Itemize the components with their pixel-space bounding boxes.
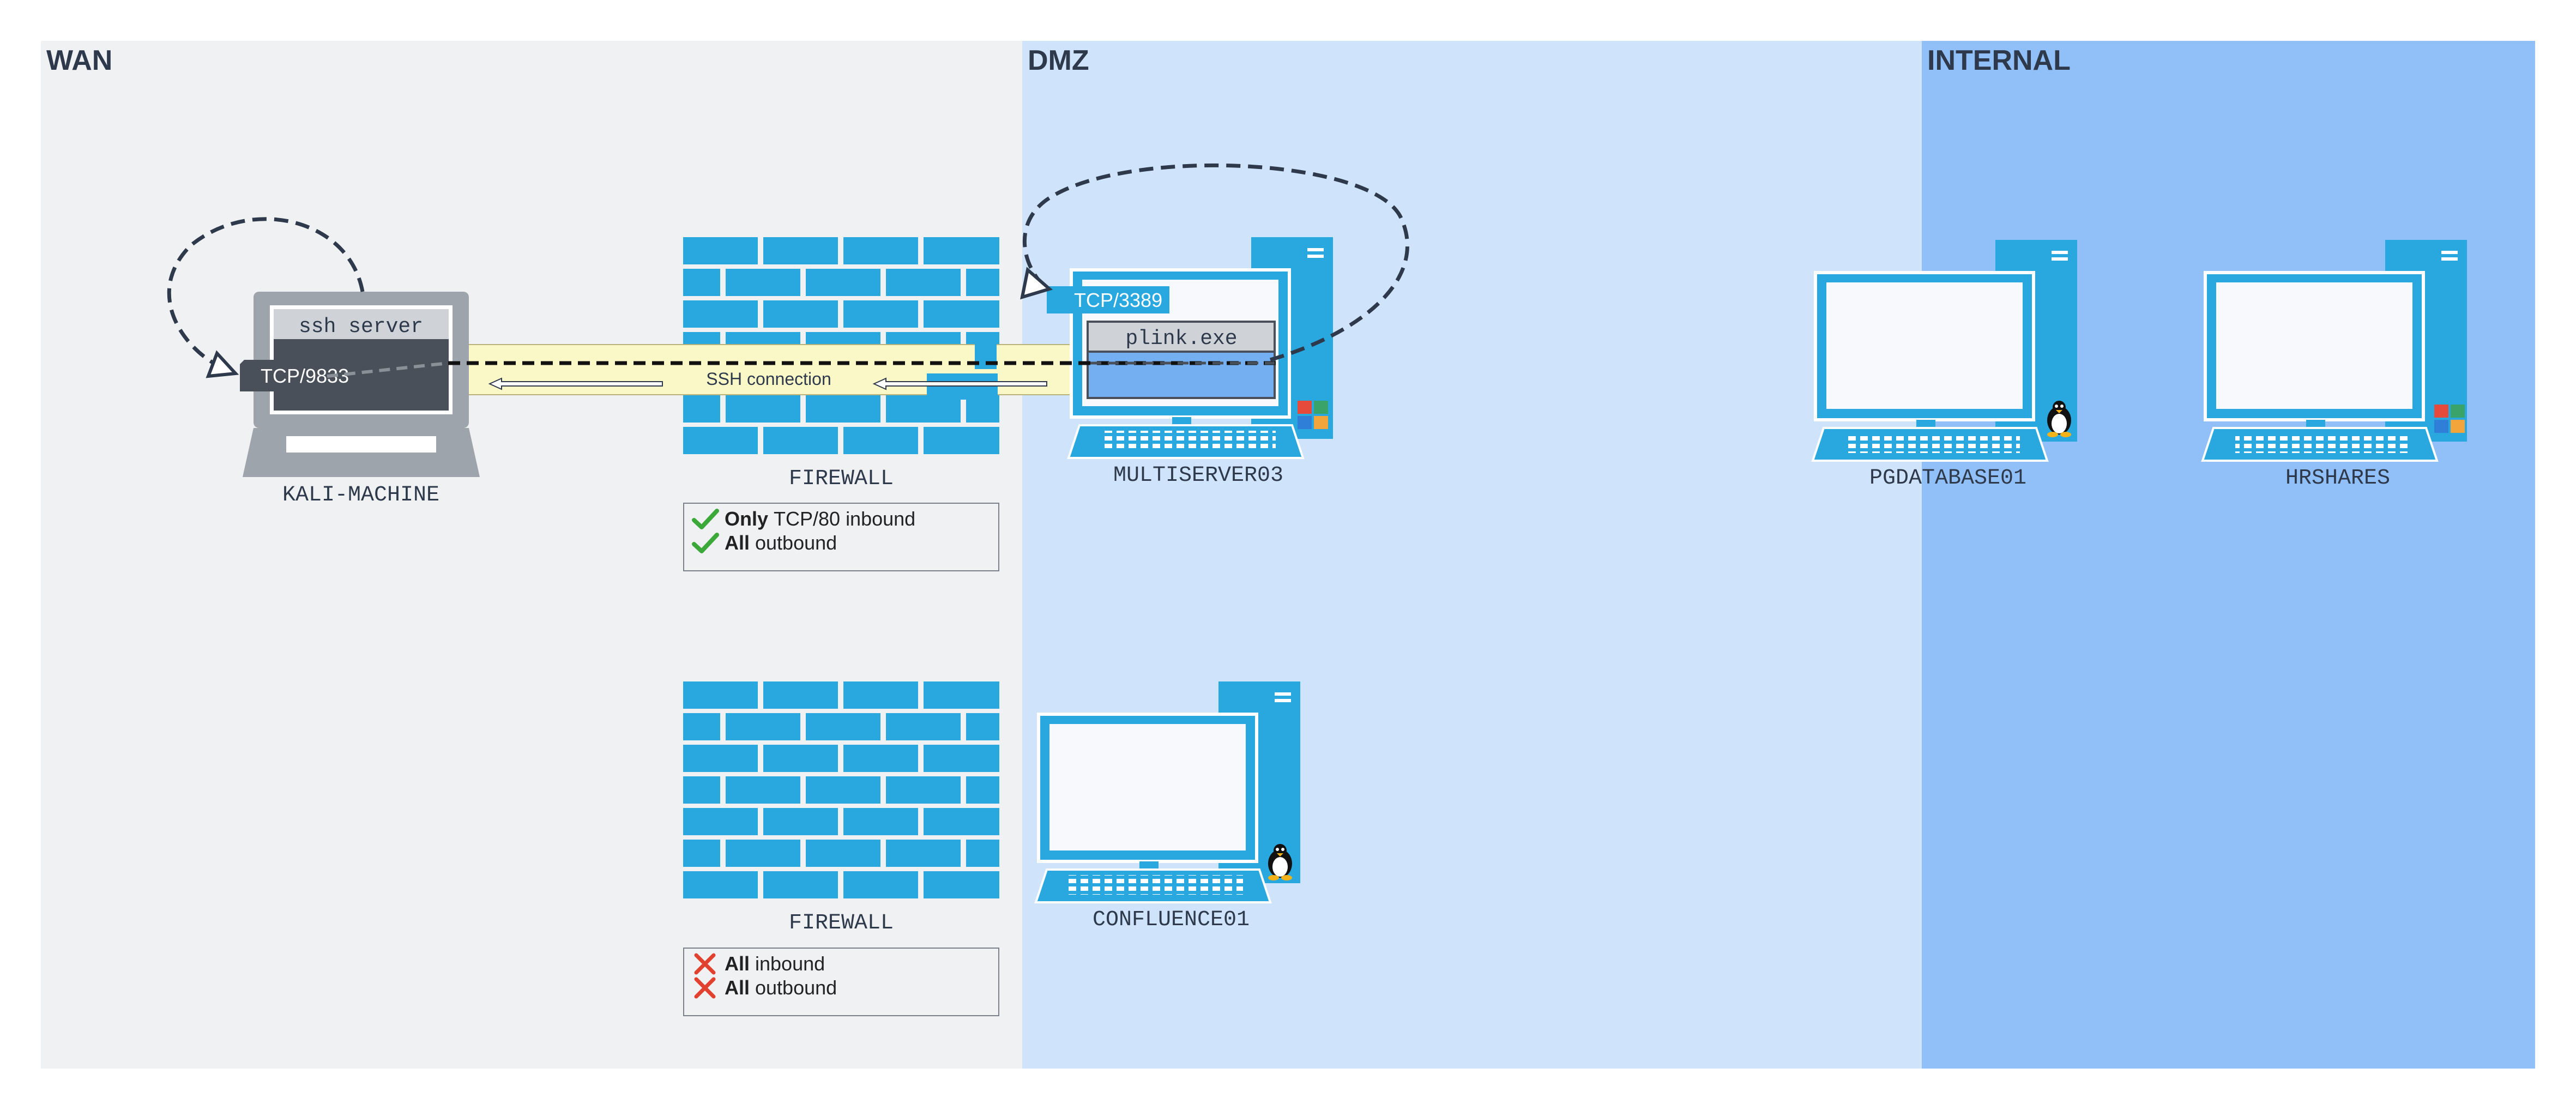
rule-text: inbound bbox=[755, 952, 825, 975]
zone-title-internal: INTERNAL bbox=[1927, 45, 2071, 76]
arrowhead-icon bbox=[1020, 267, 1053, 300]
port-tag bbox=[240, 360, 448, 391]
rule-item: All inbound bbox=[692, 952, 991, 976]
rule-item: Only TCP/80 inbound bbox=[692, 507, 991, 531]
firewall-1-label: FIREWALL bbox=[789, 467, 894, 491]
multiserver03-label: MULTISERVER03 bbox=[1113, 463, 1283, 488]
plink-exe-label: plink.exe bbox=[1125, 327, 1237, 351]
hrshares-label: HRSHARES bbox=[2285, 466, 2390, 491]
rule-qualifier: Only bbox=[725, 508, 769, 530]
multiserver-port-label: TCP/3389 bbox=[1074, 289, 1162, 311]
zone-title-wan: WAN bbox=[46, 45, 113, 76]
firewall-2-rules: All inbound All outbound bbox=[683, 948, 999, 1016]
rule-qualifier: All bbox=[725, 532, 750, 554]
cross-icon bbox=[694, 953, 716, 975]
port-tag bbox=[1047, 286, 1169, 313]
checkmark-icon bbox=[692, 533, 719, 553]
rule-qualifier: All bbox=[725, 952, 750, 975]
ssh-server-label: ssh server bbox=[299, 315, 423, 339]
host-pgdatabase01[interactable]: PGDATABASE01 bbox=[1811, 240, 2077, 491]
host-hrshares[interactable]: HRSHARES bbox=[2201, 240, 2467, 491]
zone-internal: INTERNAL bbox=[1922, 41, 2535, 1069]
checkmark-icon bbox=[692, 509, 719, 529]
rule-item: All outbound bbox=[692, 531, 991, 555]
firewall-2: FIREWALL bbox=[683, 681, 999, 936]
firewall-2-label: FIREWALL bbox=[789, 911, 894, 936]
ssh-tunnel: SSH connection bbox=[448, 339, 1092, 400]
rule-item: All outbound bbox=[692, 976, 991, 1000]
host-multiserver03[interactable]: plink.exe MULTISERVER03 TCP/3389 bbox=[1047, 237, 1333, 488]
brick-wall-icon bbox=[683, 681, 999, 910]
firewall-1: FIREWALL bbox=[683, 237, 999, 491]
port-forward-loop-kali bbox=[167, 217, 365, 373]
port-forward-loop-multiserver bbox=[1022, 163, 1409, 362]
rule-text: outbound bbox=[755, 976, 837, 999]
host-kali-machine[interactable]: ssh server KALI-MACHINE TCP/9833 bbox=[240, 292, 480, 508]
firewall-1-rules: Only TCP/80 inbound All outbound bbox=[683, 503, 999, 571]
cross-icon bbox=[694, 977, 716, 999]
rule-qualifier: All bbox=[725, 976, 750, 999]
kali-machine-label: KALI-MACHINE bbox=[282, 483, 439, 508]
rule-text: outbound bbox=[755, 532, 837, 554]
pgdatabase01-label: PGDATABASE01 bbox=[1869, 466, 2026, 491]
arrowhead-icon bbox=[206, 350, 239, 378]
confluence01-label: CONFLUENCE01 bbox=[1093, 908, 1250, 932]
rule-text: TCP/80 inbound bbox=[774, 508, 916, 530]
zone-title-dmz: DMZ bbox=[1028, 45, 1089, 76]
host-confluence01[interactable]: CONFLUENCE01 bbox=[1034, 681, 1300, 932]
ssh-connection-label: SSH connection bbox=[706, 369, 831, 389]
